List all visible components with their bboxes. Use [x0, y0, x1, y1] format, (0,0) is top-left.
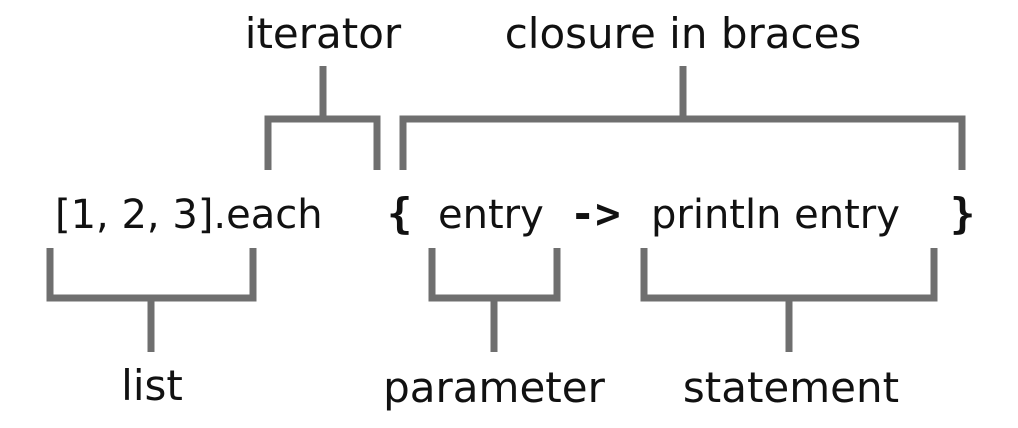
iterator-bracket — [264, 66, 381, 170]
code-close-brace: } — [950, 189, 975, 238]
statement-label: statement — [683, 363, 899, 412]
list-label: list — [121, 361, 183, 410]
closure-label: closure in braces — [505, 9, 862, 58]
code-list: [1, 2, 3] — [55, 192, 213, 238]
closure-bracket — [399, 66, 966, 170]
parameter-label: parameter — [383, 363, 605, 412]
code-param: entry — [438, 192, 544, 238]
code-arrow: -> — [570, 189, 621, 238]
iterator-label: iterator — [245, 9, 402, 58]
code-method: .each — [213, 192, 322, 238]
code-line: [1, 2, 3].each — [55, 192, 323, 238]
statement-bracket — [640, 248, 938, 352]
list-bracket — [46, 248, 257, 352]
code-open-brace: { — [387, 189, 412, 238]
code-statement: println entry — [651, 192, 900, 238]
parameter-bracket — [428, 248, 561, 352]
